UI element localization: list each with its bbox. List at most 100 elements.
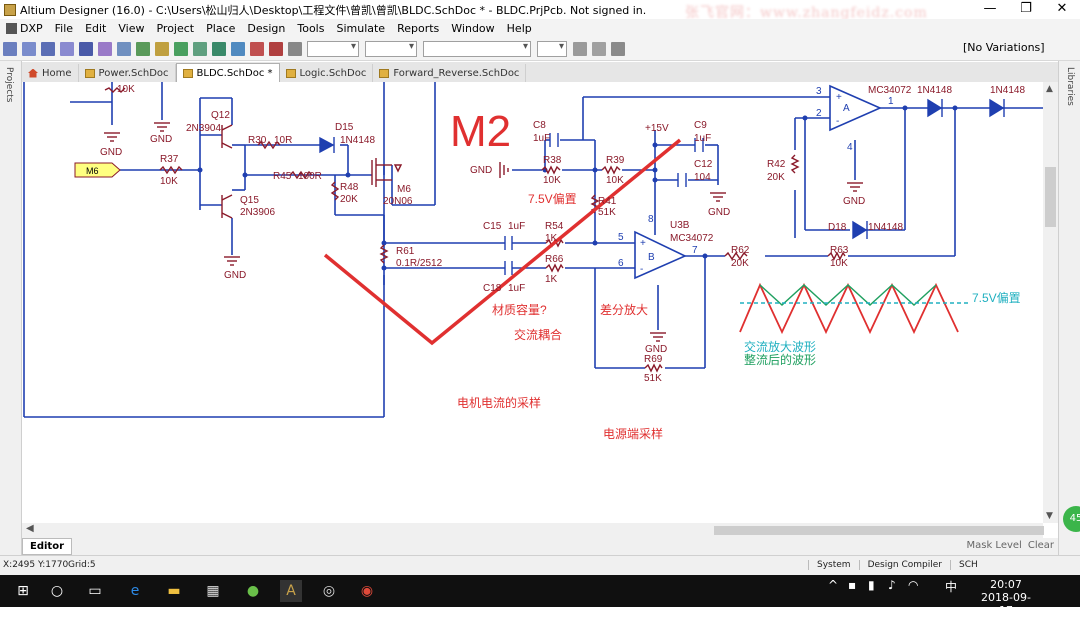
scroll-left-icon[interactable]: ◀ xyxy=(26,523,34,534)
toolbar-combo-4[interactable] xyxy=(537,41,567,57)
tab-logic[interactable]: Logic.SchDoc xyxy=(280,64,374,82)
opamp-a-plus: + xyxy=(836,92,842,103)
windows-start-icon[interactable]: ⊞ xyxy=(17,583,29,599)
menu-place[interactable]: Place xyxy=(206,22,236,35)
calculator-icon[interactable]: ▦ xyxy=(206,583,220,599)
annotation-motor-current: 电机电流的采样 xyxy=(457,395,541,410)
schematic-canvas[interactable]: 10K Q12 2N3904 GND GND R30 10R D15 1N414… xyxy=(22,82,1058,523)
label-r61: R61 xyxy=(396,246,415,257)
toolbar-combo-2[interactable] xyxy=(365,41,417,57)
sheet-symbol-icon[interactable] xyxy=(174,42,188,56)
menu-simulate[interactable]: Simulate xyxy=(336,22,386,35)
x-icon[interactable] xyxy=(269,42,283,56)
device-sheet-icon[interactable] xyxy=(212,42,226,56)
network-icon[interactable]: ▪ xyxy=(848,578,857,592)
toolbar-combo-1[interactable] xyxy=(307,41,359,57)
r30-resistor xyxy=(257,140,281,150)
pencil-icon[interactable] xyxy=(288,42,302,56)
no-erc-icon[interactable] xyxy=(250,42,264,56)
horizontal-scrollbar[interactable]: ◀ xyxy=(22,523,1044,538)
gnd-icon[interactable] xyxy=(117,42,131,56)
menu-file[interactable]: File xyxy=(54,22,74,35)
power-port-icon[interactable] xyxy=(98,42,112,56)
app-circle-icon[interactable]: ◎ xyxy=(322,583,336,599)
battery-icon[interactable]: ▮ xyxy=(868,578,875,592)
vertical-scrollbar[interactable]: ▲ ▼ xyxy=(1043,82,1058,523)
grid-size: Grid:5 xyxy=(68,560,96,570)
variations-dropdown[interactable]: [No Variations] xyxy=(963,41,1045,54)
scroll-down-icon[interactable]: ▼ xyxy=(1046,511,1053,521)
minimize-button[interactable]: — xyxy=(983,1,997,16)
menu-dxp[interactable]: DXP xyxy=(20,22,43,35)
tab-home[interactable]: Home xyxy=(22,64,79,82)
projects-panel[interactable]: Projects xyxy=(0,61,22,555)
align-icon[interactable] xyxy=(573,42,587,56)
app-green-icon[interactable]: ● xyxy=(246,583,260,599)
menu-reports[interactable]: Reports xyxy=(397,22,440,35)
clear-button[interactable]: Clear xyxy=(1027,540,1054,551)
vertical-scroll-thumb[interactable] xyxy=(1045,167,1056,227)
close-button[interactable]: ✕ xyxy=(1056,1,1068,16)
bus-entry-icon[interactable] xyxy=(41,42,55,56)
system-panel-button[interactable]: System xyxy=(808,560,859,570)
task-view-icon[interactable]: ▭ xyxy=(88,583,102,599)
horizontal-scroll-thumb[interactable] xyxy=(714,526,1044,535)
menu-design[interactable]: Design xyxy=(247,22,286,35)
menu-tools[interactable]: Tools xyxy=(297,22,325,35)
label-c15: C15 xyxy=(483,221,502,232)
taskbar-clock[interactable]: 20:07 2018-09-17 xyxy=(978,578,1034,617)
volume-icon[interactable]: ♪ xyxy=(888,578,896,592)
mask-level-button[interactable]: Mask Level xyxy=(966,540,1022,551)
r66-resistor xyxy=(545,263,564,273)
tab-label: Home xyxy=(42,67,72,79)
label-gnd-5: GND xyxy=(708,207,730,218)
distribute-icon[interactable] xyxy=(592,42,606,56)
libraries-panel[interactable]: Libraries xyxy=(1058,61,1080,555)
restore-button[interactable]: ❐ xyxy=(1020,1,1032,16)
file-explorer-icon[interactable]: ▬ xyxy=(167,583,181,599)
tab-power[interactable]: Power.SchDoc xyxy=(79,64,176,82)
menu-window[interactable]: Window xyxy=(451,22,495,35)
net-icon[interactable] xyxy=(79,42,93,56)
part-icon[interactable] xyxy=(155,42,169,56)
projects-panel-label[interactable]: Projects xyxy=(4,67,14,103)
chrome-icon[interactable]: ◉ xyxy=(360,583,374,599)
schematic-drawing[interactable]: 10K Q12 2N3904 GND GND R30 10R D15 1N414… xyxy=(22,82,1058,523)
menu-project[interactable]: Project xyxy=(156,22,195,35)
sheet-entry-icon[interactable] xyxy=(193,42,207,56)
port-icon[interactable] xyxy=(231,42,245,56)
label-u3b-part: MC34072 xyxy=(670,233,714,244)
net-label-icon[interactable] xyxy=(60,42,74,56)
bus-tool-icon[interactable] xyxy=(22,42,36,56)
grid-icon[interactable] xyxy=(611,42,625,56)
scroll-up-icon[interactable]: ▲ xyxy=(1046,84,1053,94)
floating-badge[interactable]: 45 xyxy=(1063,506,1080,532)
ime-indicator[interactable]: 中 xyxy=(945,580,958,594)
edge-browser-icon[interactable]: e xyxy=(130,583,140,599)
opamp-b-pin6: 6 xyxy=(618,258,624,269)
tab-bldc[interactable]: BLDC.SchDoc * xyxy=(175,63,280,82)
menu-view[interactable]: View xyxy=(118,22,145,35)
altium-taskbar-icon[interactable]: A xyxy=(280,580,302,602)
libraries-panel-label[interactable]: Libraries xyxy=(1065,67,1075,106)
tab-forward-reverse[interactable]: Forward_Reverse.SchDoc xyxy=(373,64,527,82)
toolbar-combo-3[interactable] xyxy=(423,41,531,57)
design-compiler-button[interactable]: Design Compiler xyxy=(858,560,950,570)
search-icon[interactable]: ○ xyxy=(50,583,64,599)
label-gnd-2: GND xyxy=(150,134,172,145)
label-r38: R38 xyxy=(543,155,562,166)
net-label-m6[interactable] xyxy=(74,162,121,178)
annotation-m2-title: M2 xyxy=(450,107,511,156)
menu-help[interactable]: Help xyxy=(506,22,532,35)
editor-tab[interactable]: Editor xyxy=(22,538,72,555)
label-d15: D15 xyxy=(335,122,354,133)
annotation-ac-coupling: 交流耦合 xyxy=(514,327,562,342)
sch-panel-button[interactable]: SCH xyxy=(950,560,986,570)
tray-chevron-icon[interactable]: ^ xyxy=(828,578,839,592)
menu-edit[interactable]: Edit xyxy=(85,22,107,35)
net-label-m6-text: M6 xyxy=(86,166,99,176)
red-check-annotation xyxy=(323,138,682,346)
vcc-icon[interactable] xyxy=(136,42,150,56)
wire-tool-icon[interactable] xyxy=(3,42,17,56)
wifi-icon[interactable]: ◠ xyxy=(908,578,919,592)
